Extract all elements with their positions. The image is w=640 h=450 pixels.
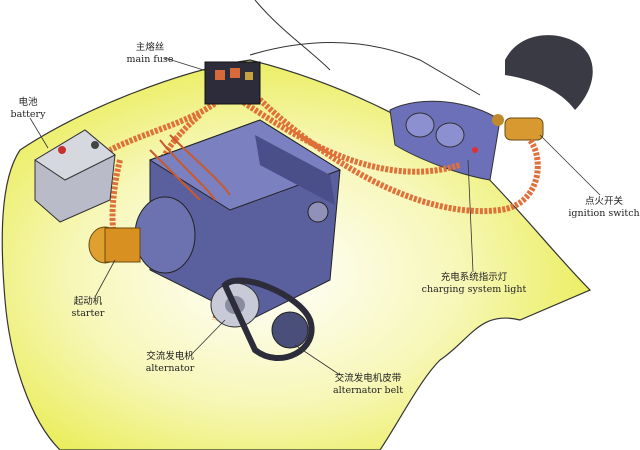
ignition-switch-part xyxy=(492,114,544,141)
label-battery: 电池 battery xyxy=(11,97,46,121)
label-zh: 电池 xyxy=(18,97,38,108)
label-en: charging system light xyxy=(421,284,527,295)
label-en: main fuse xyxy=(126,54,174,65)
battery-part xyxy=(34,129,116,223)
instrument-cluster xyxy=(389,100,501,181)
leader-lines xyxy=(29,57,601,376)
label-zh: 起动机 xyxy=(73,296,103,307)
label-starter: 起动机 starter xyxy=(72,296,105,320)
label-alternator: 交流发电机 alternator xyxy=(146,351,195,375)
label-charging-system-light: 充电系统指示灯 charging system light xyxy=(422,272,527,296)
label-en: battery xyxy=(10,109,46,120)
label-main-fuse: 主熔丝 main fuse xyxy=(127,42,174,66)
hood-line xyxy=(249,42,481,96)
label-en: alternator belt xyxy=(332,385,404,396)
windshield-line xyxy=(254,0,331,71)
label-en: ignition switch xyxy=(568,208,640,219)
fuse-box-part xyxy=(204,61,261,105)
label-en: starter xyxy=(71,308,105,319)
label-en: alternator xyxy=(145,363,195,374)
starter-part xyxy=(88,226,141,264)
label-zh: 充电系统指示灯 xyxy=(440,272,508,283)
label-zh: 交流发电机皮带 xyxy=(334,373,402,384)
label-zh: 交流发电机 xyxy=(146,351,194,362)
alternator-belt-part xyxy=(221,277,315,362)
label-zh: 主熔丝 xyxy=(135,42,165,53)
steering-wheel xyxy=(505,35,593,110)
engine-part xyxy=(134,119,342,321)
label-alternator-belt: 交流发电机皮带 alternator belt xyxy=(333,373,403,397)
label-zh: 点火开关 xyxy=(584,196,624,207)
label-ignition-switch: 点火开关 ignition switch xyxy=(568,196,639,220)
